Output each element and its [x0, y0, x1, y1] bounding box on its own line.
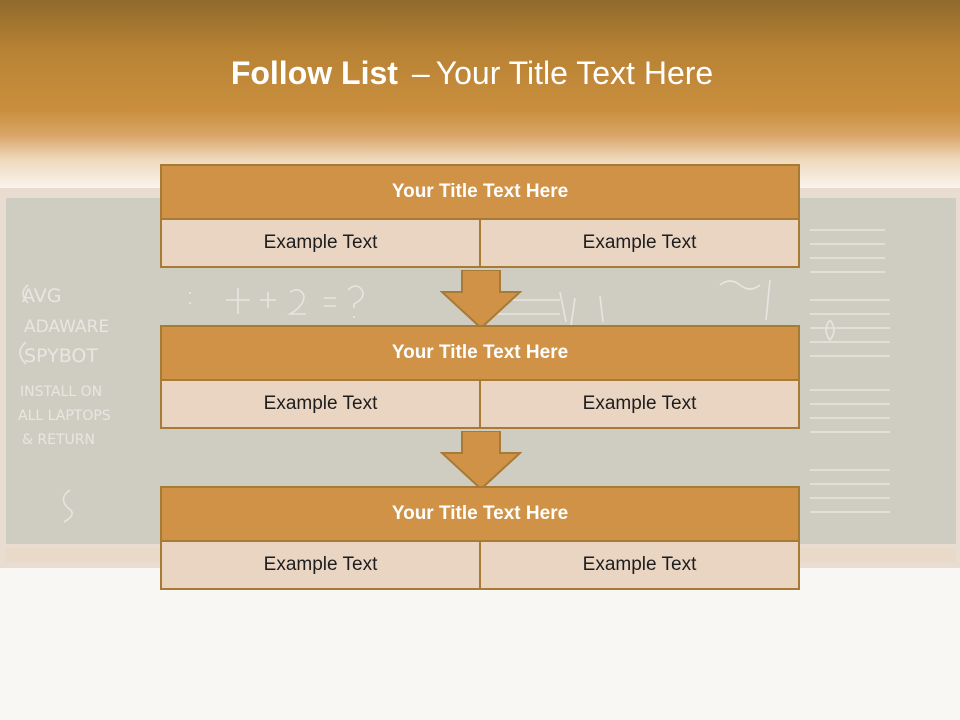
block-title: Your Title Text Here: [162, 166, 798, 220]
list-block-1: Your Title Text Here Example Text Exampl…: [160, 164, 800, 268]
block-cell-left: Example Text: [162, 381, 479, 427]
block-row: Example Text Example Text: [162, 381, 798, 427]
block-title: Your Title Text Here: [162, 327, 798, 381]
slide-title-bold: Follow List: [230, 55, 398, 91]
slide-title: Follow List–Your Title Text Here: [0, 55, 944, 92]
slide-title-rest: Your Title Text Here: [435, 55, 714, 91]
list-block-3: Your Title Text Here Example Text Exampl…: [160, 486, 800, 590]
block-title: Your Title Text Here: [162, 488, 798, 542]
block-cell-right: Example Text: [479, 542, 798, 588]
down-arrow-icon: [440, 270, 522, 330]
list-block-2: Your Title Text Here Example Text Exampl…: [160, 325, 800, 429]
block-cell-left: Example Text: [162, 542, 479, 588]
block-cell-right: Example Text: [479, 220, 798, 266]
block-row: Example Text Example Text: [162, 220, 798, 266]
block-row: Example Text Example Text: [162, 542, 798, 588]
block-cell-left: Example Text: [162, 220, 479, 266]
down-arrow-icon: [440, 431, 522, 491]
slide-title-dash: –: [411, 55, 430, 91]
block-cell-right: Example Text: [479, 381, 798, 427]
